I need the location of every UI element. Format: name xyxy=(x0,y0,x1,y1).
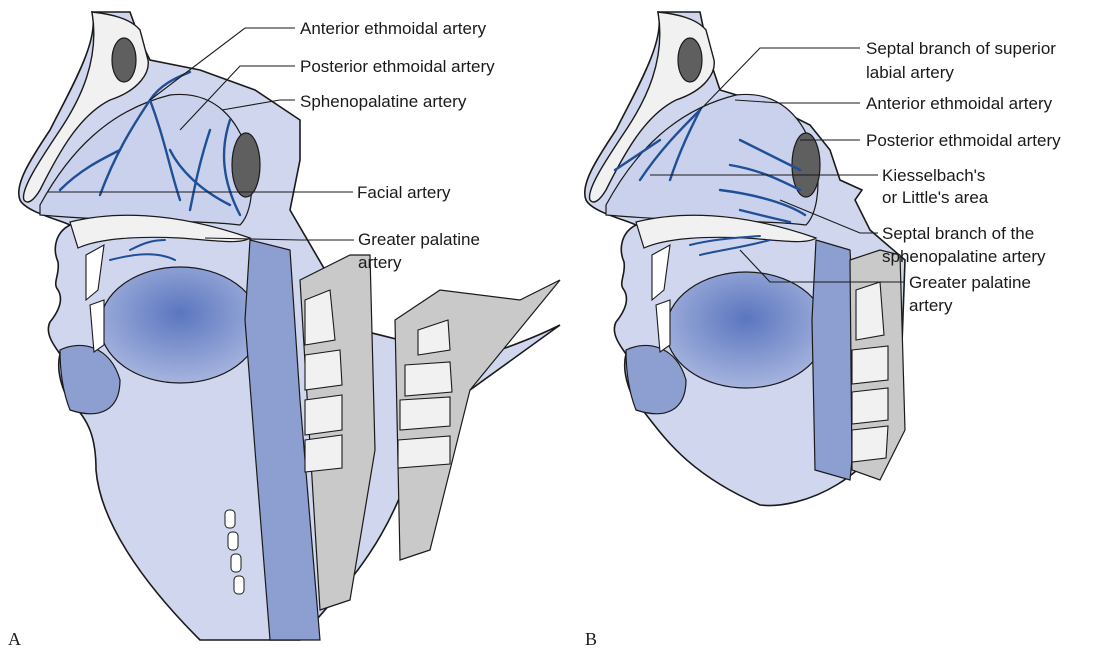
label-greater-palatine-artery-b-line1: Greater palatine xyxy=(909,273,1031,292)
label-posterior-ethmoidal-artery-b: Posterior ethmoidal artery xyxy=(866,131,1061,150)
label-anterior-ethmoidal-artery-b: Anterior ethmoidal artery xyxy=(866,94,1053,113)
panel-a-tongue xyxy=(100,267,260,383)
panel-b-tongue xyxy=(666,272,826,388)
label-greater-palatine-artery-a-line2: artery xyxy=(358,253,402,272)
label-kiesselbach-b-line1: Kiesselbach's xyxy=(882,166,985,185)
label-septal-superior-labial-b-line2: labial artery xyxy=(866,63,954,82)
label-septal-sphenopalatine-b-line1: Septal branch of the xyxy=(882,224,1034,243)
label-septal-superior-labial-b-line1: Septal branch of superior xyxy=(866,39,1056,58)
panel-a-frontal-sinus xyxy=(112,38,136,82)
label-anterior-ethmoidal-artery-a: Anterior ethmoidal artery xyxy=(300,19,487,38)
panel-a-sphenoid-sinus xyxy=(232,133,260,197)
panel-a-illustration xyxy=(19,12,560,640)
panel-b-illustration xyxy=(585,12,905,506)
panel-b-frontal-sinus xyxy=(678,38,702,82)
label-septal-sphenopalatine-b-line2: sphenopalatine artery xyxy=(882,247,1046,266)
label-greater-palatine-artery-b-line2: artery xyxy=(909,296,953,315)
label-greater-palatine-artery-a-line1: Greater palatine xyxy=(358,230,480,249)
label-sphenopalatine-artery-a: Sphenopalatine artery xyxy=(300,92,467,111)
label-posterior-ethmoidal-artery-a: Posterior ethmoidal artery xyxy=(300,57,495,76)
panel-letter-a: A xyxy=(8,629,21,649)
panel-letter-b: B xyxy=(585,629,597,649)
label-facial-artery-a: Facial artery xyxy=(357,183,451,202)
label-kiesselbach-b-line2: or Little's area xyxy=(882,188,989,207)
